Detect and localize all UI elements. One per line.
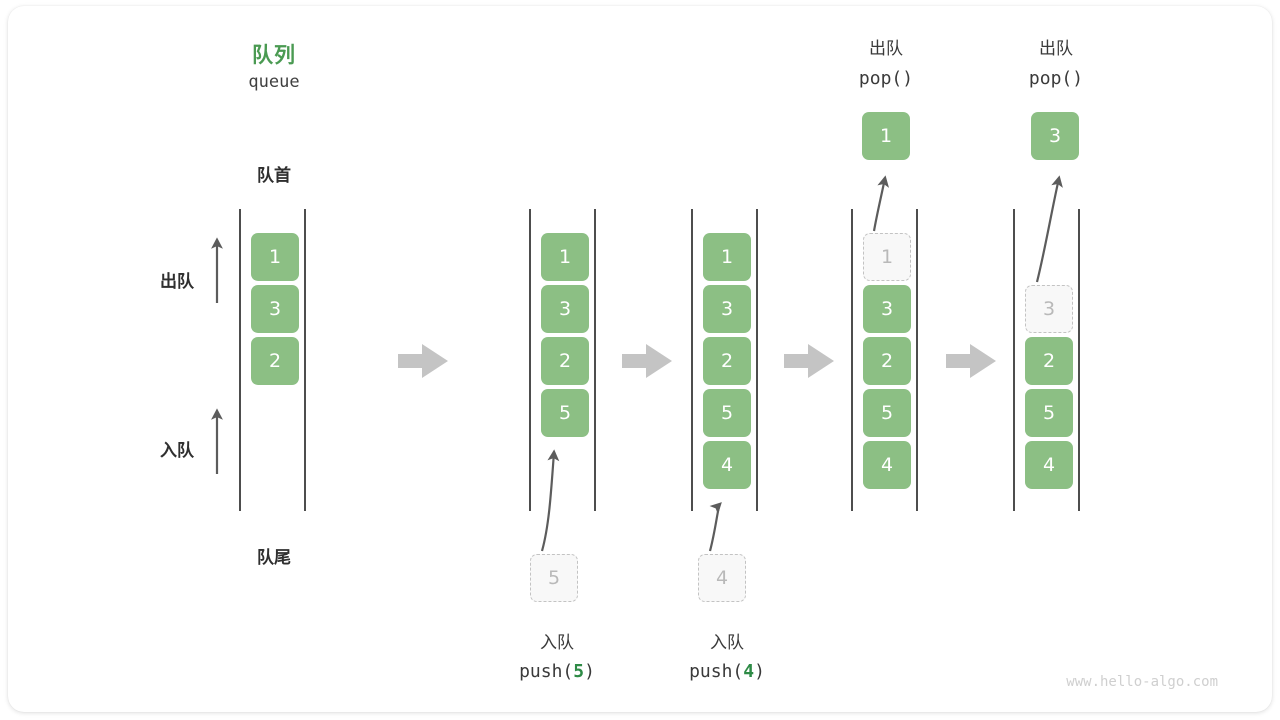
queue-tail-label: 队尾 <box>257 548 291 568</box>
queue-rail-right <box>756 209 758 511</box>
enqueue-direction-label: 入队 <box>160 441 194 461</box>
push-caption-zh: 入队 <box>710 633 744 653</box>
incoming-ghost-cell: 5 <box>530 554 578 602</box>
push-code-arg: 5 <box>573 661 585 682</box>
step-arrow-3 <box>784 344 834 378</box>
queue-rail-right <box>304 209 306 511</box>
popped-cell: 1 <box>862 112 910 160</box>
queue-cell: 2 <box>541 337 589 385</box>
arrow-overlay <box>211 175 1063 552</box>
queue-cell: 2 <box>863 337 911 385</box>
push-code-suffix: ) <box>584 661 595 682</box>
queue-cell: 3 <box>541 285 589 333</box>
queue-head-label: 队首 <box>257 166 291 186</box>
queue-cell: 2 <box>251 337 299 385</box>
push-caption-code: push(5) <box>497 661 617 682</box>
queue-cell: 5 <box>541 389 589 437</box>
queue-cell: 5 <box>1025 389 1073 437</box>
queue-cell: 2 <box>703 337 751 385</box>
pop-caption-code: pop() <box>1028 68 1084 89</box>
push-arrow-4 <box>708 502 722 552</box>
outgoing-ghost-cell: 3 <box>1025 285 1073 333</box>
queue-cell: 4 <box>863 441 911 489</box>
queue-rail-left <box>239 209 241 511</box>
diagram-title-en: queue <box>248 72 300 92</box>
watermark: www.hello-algo.com <box>1066 674 1218 690</box>
queue-cell: 5 <box>863 389 911 437</box>
queue-rail-right <box>1078 209 1080 511</box>
pop-caption-code: pop() <box>858 68 914 89</box>
push-code-prefix: push( <box>519 661 574 682</box>
queue-rail-left <box>1013 209 1015 511</box>
queue-rail-left <box>851 209 853 511</box>
outgoing-ghost-cell: 1 <box>863 233 911 281</box>
step-arrow-2 <box>622 344 672 378</box>
queue-cell: 1 <box>541 233 589 281</box>
step-arrow-4 <box>946 344 996 378</box>
queue-rail-right <box>916 209 918 511</box>
pop-caption-zh: 出队 <box>1039 39 1073 59</box>
push-code-prefix: push( <box>689 661 744 682</box>
queue-cell: 2 <box>1025 337 1073 385</box>
pop-arrow-1 <box>872 175 890 232</box>
push-code-arg: 4 <box>743 661 755 682</box>
push-arrow-5 <box>540 449 560 552</box>
queue-cell: 5 <box>703 389 751 437</box>
push-caption-code: push(4) <box>667 661 787 682</box>
diagram-title-zh: 队列 <box>252 43 296 67</box>
incoming-ghost-cell: 4 <box>698 554 746 602</box>
push-code-suffix: ) <box>754 661 765 682</box>
queue-cell: 4 <box>703 441 751 489</box>
dequeue-direction-label: 出队 <box>160 272 194 292</box>
push-caption-zh: 入队 <box>540 633 574 653</box>
popped-cell: 3 <box>1031 112 1079 160</box>
queue-rail-left <box>691 209 693 511</box>
queue-cell: 3 <box>251 285 299 333</box>
queue-cell: 3 <box>863 285 911 333</box>
step-arrow-1 <box>398 344 448 378</box>
queue-rail-left <box>529 209 531 511</box>
queue-cell: 1 <box>251 233 299 281</box>
queue-cell: 4 <box>1025 441 1073 489</box>
queue-rail-right <box>594 209 596 511</box>
pop-arrow-3 <box>1035 175 1063 283</box>
diagram-canvas: 队列 queue 队首 队尾 出队 入队 1 3 2 1 3 2 5 5 入队 … <box>8 6 1272 712</box>
queue-cell: 1 <box>703 233 751 281</box>
pop-caption-zh: 出队 <box>869 39 903 59</box>
queue-cell: 3 <box>703 285 751 333</box>
